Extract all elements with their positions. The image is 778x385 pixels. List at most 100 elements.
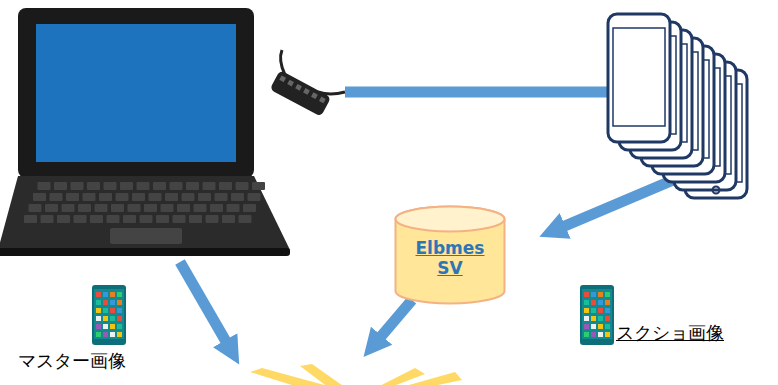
drawing-part (96, 308, 101, 313)
drawing-part (0, 248, 290, 256)
drawing-part (591, 324, 596, 329)
drawing-part (605, 332, 610, 337)
drawing-part (96, 316, 101, 321)
drawing-part (270, 70, 332, 117)
server-cylinder: Elbmes SV (394, 205, 506, 305)
drawing-part (18, 8, 254, 178)
drawing-part (194, 204, 207, 212)
drawing-part (83, 193, 96, 201)
drawing-part (605, 308, 610, 313)
drawing-part (222, 215, 235, 223)
drawing-part (96, 300, 101, 305)
drawing-part (165, 193, 178, 201)
drawing-part (279, 75, 325, 103)
screenshot-image (580, 285, 614, 345)
drawing-part (110, 332, 115, 337)
drawing-part (29, 204, 42, 212)
drawing-part (103, 308, 108, 313)
drawing-part (78, 204, 91, 212)
drawing-part (608, 14, 670, 142)
drawing-part (584, 300, 589, 305)
drawing-part (198, 193, 211, 201)
drawing-part (215, 193, 228, 201)
drawing-part (149, 193, 162, 201)
drawing-part (117, 332, 122, 337)
drawing-part (613, 28, 665, 126)
drawing-part (270, 70, 332, 117)
drawing-part (605, 316, 610, 321)
drawing-part (591, 292, 596, 297)
drawing-part (252, 182, 265, 190)
master-image (92, 285, 126, 345)
drawing-part (110, 300, 115, 305)
drawing-part (103, 316, 108, 321)
drawing-part (243, 204, 256, 212)
drawing-part (117, 324, 122, 329)
drawing-part (231, 193, 244, 201)
drawing-part (210, 204, 223, 212)
drawing-part (110, 324, 115, 329)
drawing-part (71, 182, 84, 190)
drawing-part (352, 368, 425, 385)
drawing-part (66, 193, 79, 201)
drawing-part (584, 308, 589, 313)
drawing-part (182, 193, 195, 201)
drawing-part (116, 193, 129, 201)
drawing-part (33, 193, 46, 201)
drawing-part (144, 204, 157, 212)
drawing-part (598, 316, 603, 321)
drawing-part (239, 215, 252, 223)
drawing-part (50, 193, 63, 201)
drawing-part (295, 84, 302, 91)
drawing-part (177, 204, 190, 212)
drawing-part (24, 182, 265, 223)
drawing-part (90, 215, 103, 223)
drawing-part (111, 204, 124, 212)
drawing-part (584, 292, 589, 297)
drawing-part (110, 228, 182, 244)
drawing-part (584, 332, 589, 337)
drawing-part (356, 372, 462, 385)
drawing-part (96, 332, 101, 337)
drawing-part (713, 187, 720, 194)
drawing-part (128, 204, 141, 212)
image-caption: マスター画像 (18, 350, 126, 372)
drawing-part (24, 215, 37, 223)
drawing-part (591, 332, 596, 337)
drawing-part (110, 308, 115, 313)
drawing-part (110, 292, 115, 297)
drawing-part (54, 182, 67, 190)
drawing-part (605, 300, 610, 305)
drawing-part (303, 88, 310, 95)
drawing-part (281, 50, 285, 75)
drawing-part (104, 182, 117, 190)
drawing-part (186, 182, 199, 190)
drawing-part (62, 204, 75, 212)
phone-stack (608, 14, 747, 198)
drawing-part (584, 324, 589, 329)
drawing-part (117, 308, 122, 313)
drawing-part (117, 316, 122, 321)
drawing-part (110, 316, 115, 321)
drawing-part (95, 204, 108, 212)
drawing-part (598, 332, 603, 337)
laptop (0, 8, 290, 256)
usb-hub (270, 50, 345, 117)
drawing-part (123, 215, 136, 223)
drawing-part (170, 182, 183, 190)
server-name: Elbmes SV (411, 239, 489, 278)
drawing-part (219, 182, 232, 190)
drawing-part (153, 182, 166, 190)
drawing-part (180, 262, 228, 345)
drawing-part (103, 332, 108, 337)
drawing-part (605, 324, 610, 329)
drawing-part (279, 75, 286, 82)
drawing-part (591, 300, 596, 305)
drawing-part (36, 24, 236, 162)
drawing-part (117, 300, 122, 305)
burst (250, 364, 462, 385)
drawing-part (203, 182, 216, 190)
drawing-part (38, 182, 51, 190)
drawing-part (598, 324, 603, 329)
